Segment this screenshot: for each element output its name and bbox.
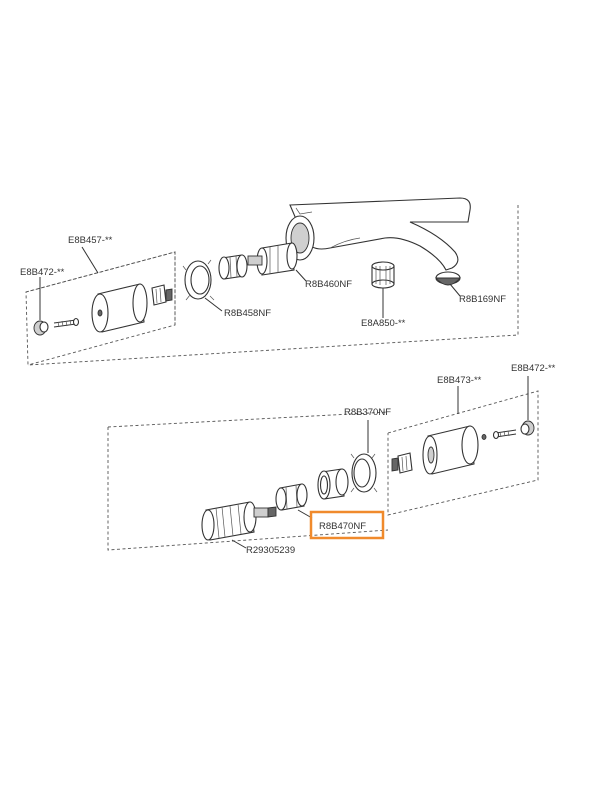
part-e8b472-cap-left (33, 320, 49, 336)
part-r8b460nf-cartridge (247, 242, 298, 276)
part-e8a850-aerator (371, 261, 395, 289)
label-r8b370nf: R8B370NF (344, 407, 391, 418)
part-e8b472-cap-right (520, 420, 535, 436)
part-r8b470nf-sleeve (275, 483, 308, 511)
part-e8b473-handle (422, 425, 479, 475)
right-handle-group-outline (387, 390, 539, 516)
lower-group-outline (107, 411, 389, 428)
label-e8b457: E8B457-** (68, 235, 113, 246)
label-e8b472-right: E8B472-** (511, 363, 556, 374)
upper-group-outline (25, 205, 519, 366)
part-r8b370nf-ring (350, 453, 378, 493)
label-r8b169nf: R8B169NF (459, 294, 506, 305)
part-e8b457-handle (91, 283, 148, 333)
lower-left-outline (107, 427, 389, 551)
faucet-spout (285, 197, 471, 271)
label-r8b470nf: R8B470NF (319, 521, 366, 532)
part-r8b169nf-dome (435, 271, 461, 286)
part-screw-left (53, 317, 80, 328)
upper-assembly: E8B457-** E8B472-** R8B458NF R8B460NF E8… (20, 197, 519, 366)
highlight-box-r8b470nf (309, 510, 385, 540)
label-e8b472-left: E8B472-** (20, 267, 65, 278)
part-adapter-right (391, 452, 413, 474)
label-e8a850: E8A850-** (361, 318, 406, 329)
part-r8b458nf-ring (182, 259, 215, 301)
part-screw-right (481, 429, 517, 440)
part-ring (317, 468, 349, 500)
part-nut (218, 254, 248, 280)
label-e8b473: E8B473-** (437, 375, 482, 386)
lower-assembly: E8B473-** E8B472-** R8B370NF R8B470NF R2… (107, 363, 556, 556)
label-r8b460nf: R8B460NF (305, 279, 352, 290)
label-r8b458nf: R8B458NF (224, 308, 271, 319)
label-r29305239: R29305239 (246, 545, 295, 556)
part-r29305239-cartridge (201, 501, 277, 541)
part-adapter (151, 284, 173, 306)
left-handle-group-outline (25, 251, 176, 366)
